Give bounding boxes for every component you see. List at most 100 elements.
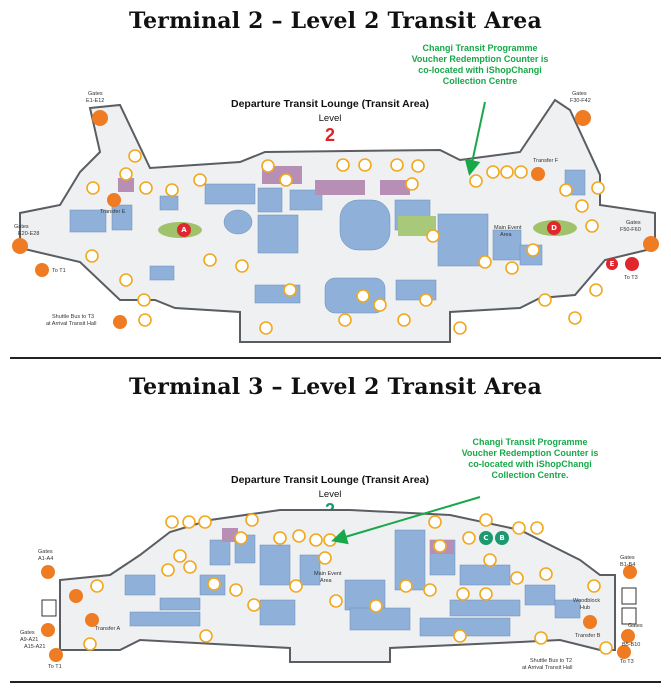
toilet-icon	[309, 533, 323, 547]
t2-gates	[12, 110, 659, 329]
t2-marker-a	[177, 223, 191, 237]
t3-label-gates-a1: Gates	[38, 549, 53, 555]
lounge-icon	[405, 177, 419, 191]
t3-gates	[41, 565, 637, 662]
info-icon	[428, 515, 442, 529]
info-icon	[85, 249, 99, 263]
toilet-icon	[397, 313, 411, 327]
plane-icon	[643, 236, 659, 252]
internet-icon	[591, 181, 605, 195]
phone-icon	[514, 165, 528, 179]
pray-icon	[453, 321, 467, 335]
garden-icon	[423, 583, 437, 597]
phone-icon	[336, 158, 350, 172]
t3-marker-b	[495, 531, 509, 545]
info-icon	[235, 259, 249, 273]
t3-label-transfer-b: Transfer B	[575, 633, 601, 639]
internet-icon	[247, 598, 261, 612]
smoking-icon	[173, 549, 187, 563]
terminal2-heading: Terminal 2 – Level 2 Transit Area	[129, 8, 542, 34]
shopping-icon	[289, 579, 303, 593]
plane-icon	[41, 623, 55, 637]
t3-callout-line2: Voucher Redemption Counter is	[461, 448, 599, 458]
t2-garden	[398, 216, 436, 236]
internet-icon	[538, 293, 552, 307]
smoking-icon	[165, 183, 179, 197]
internet-icon	[399, 579, 413, 593]
pray-icon	[199, 629, 213, 643]
internet-icon	[90, 579, 104, 593]
t2-label-gates-e20: Gates	[14, 224, 29, 230]
wheelchair-icon	[530, 521, 544, 535]
internet-icon	[86, 181, 100, 195]
garden-icon	[283, 283, 297, 297]
smoking-icon	[433, 539, 447, 553]
transfer-icon	[531, 167, 545, 181]
medical-icon	[137, 293, 151, 307]
pointer-icon	[318, 551, 332, 565]
escalator-icon	[83, 637, 97, 651]
toilet-icon	[358, 158, 372, 172]
t3-callout-line4: Collection Centre.	[491, 470, 569, 480]
toilet-icon	[338, 313, 352, 327]
escalator-icon	[510, 571, 524, 585]
t2-marker-e-label: E	[610, 260, 615, 268]
wheelchair-icon	[198, 515, 212, 529]
t2-marker-d	[547, 221, 561, 235]
t2-label-gates-e20-range: E20-E28	[18, 231, 39, 237]
plane-icon	[41, 565, 55, 579]
toilet-icon	[193, 173, 207, 187]
up-arrow-icon	[41, 599, 57, 617]
info-icon	[390, 158, 404, 172]
plane-icon	[12, 238, 28, 254]
t2-label-transfer-e: Transfer E	[100, 209, 126, 215]
t3-label-gates-a15-range: A15-A21	[24, 644, 45, 650]
t3-label-gates-a9-range: A9-A21	[20, 637, 38, 643]
t3-marker-c-label: C	[483, 534, 488, 542]
t3-marker-b-label: B	[499, 534, 504, 542]
wifi-icon	[119, 167, 133, 181]
up-arrow-icon	[621, 587, 637, 605]
shopping-icon	[456, 587, 470, 601]
info-icon	[329, 594, 343, 608]
info-icon	[207, 577, 221, 591]
bottom-divider	[10, 681, 661, 683]
bus-icon	[69, 589, 83, 603]
t3-label-gates-b5: Gates	[628, 623, 643, 629]
lounge-icon	[161, 563, 175, 577]
pray-icon	[259, 321, 273, 335]
t2-callout-line2: Voucher Redemption Counter is	[411, 54, 549, 64]
train-icon	[617, 645, 631, 659]
t3-label-gates-b5-range: B5-B10	[622, 642, 640, 648]
t3-map: C B	[20, 496, 643, 671]
phone-icon	[575, 199, 589, 213]
t2-label-main-event-area: Area	[500, 232, 513, 238]
transfer-icon	[583, 615, 597, 629]
t3-lounge-title: Departure Transit Lounge (Transit Area)	[231, 474, 429, 486]
medical-icon	[539, 567, 553, 581]
smoking-icon	[559, 183, 573, 197]
t2-map: A D E	[12, 91, 659, 343]
t2-label-main-event: Main Event	[494, 225, 522, 231]
t3-label-shuttle: Shuttle Bus to T2	[530, 658, 572, 664]
internet-icon	[462, 531, 476, 545]
plane-icon	[575, 110, 591, 126]
t2-callout-arrow	[464, 101, 486, 176]
t3-label-shuttle-hall: at Arrival Transit Hall	[522, 665, 572, 671]
luggage-icon	[373, 298, 387, 312]
transfer-icon	[85, 613, 99, 627]
pray-icon	[568, 311, 582, 325]
phone-icon	[411, 159, 425, 173]
t3-label-gates-a1-range: A1-A4	[38, 556, 53, 562]
transfer-icon	[107, 193, 121, 207]
t3-label-to-t1: To T1	[48, 664, 62, 670]
toilet-icon	[500, 165, 514, 179]
t3-markers: C B	[479, 531, 509, 545]
t3-label-woodblock-hub: Hub	[580, 605, 590, 611]
toilet-icon	[203, 253, 217, 267]
smoking-icon	[486, 165, 500, 179]
t2-label-gates-f30-range: F30-F42	[570, 98, 591, 104]
escalator-icon	[119, 273, 133, 287]
info-icon	[585, 219, 599, 233]
